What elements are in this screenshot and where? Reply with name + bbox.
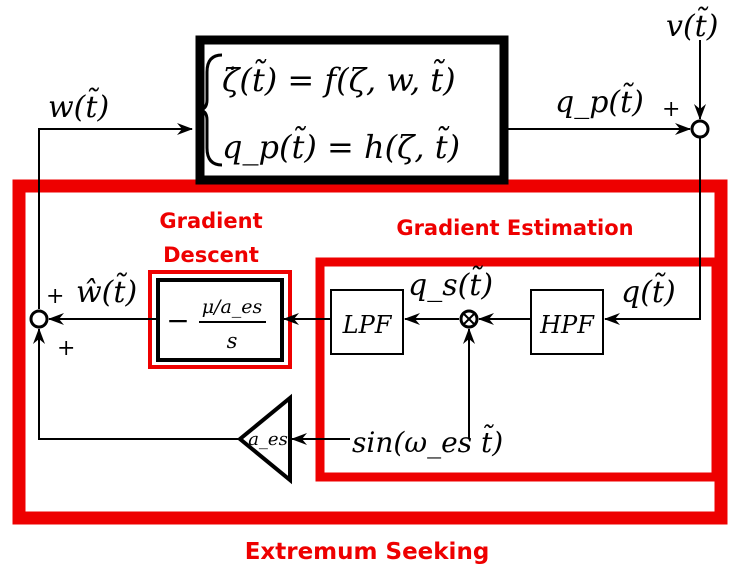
integrator-denominator: s [227, 329, 238, 353]
gradient-descent-title-2: Descent [163, 243, 259, 267]
input-sum-plus-bottom: + [57, 336, 75, 361]
demodulated-signal-label: q_s(t̃) [408, 265, 493, 303]
dither-signal-label: sin(ω_es t̃) [352, 424, 503, 459]
gradient-estimation-frame [315, 257, 721, 482]
demodulator-multiplier [459, 309, 479, 329]
plant-brace [197, 53, 223, 167]
plant-equation-2: q_p(t̃) = h(ζ, t̃) [222, 127, 460, 166]
output-sum-junction [690, 119, 710, 139]
dither-gain-block [236, 393, 292, 485]
lpf-block [330, 289, 404, 355]
plant-output-label: q_p(t̃) [555, 82, 644, 120]
plant-equation-1: ζ̇(t̃) = f(ζ, w, t̃) [222, 60, 456, 99]
input-sum-plus-top: + [46, 284, 64, 309]
gradient-descent-title-1: Gradient [159, 209, 262, 233]
dither-gain-label: a_es [248, 429, 288, 450]
integrator-numerator: μ/a_es [202, 296, 263, 318]
plant-input-label: w(t̃) [48, 87, 109, 125]
hpf-label: HPF [539, 311, 595, 339]
extremum-seeking-title: Extremum Seeking [245, 539, 490, 565]
disturbance-label: v(t̃) [666, 6, 718, 44]
plant-block [195, 35, 509, 185]
parameter-estimate-label: ŵ(t̃) [76, 272, 137, 310]
measured-output-label: q(t̃) [621, 272, 676, 310]
signal-wires [33, 40, 706, 445]
output-sum-plus-sign: + [662, 97, 680, 122]
extremum-seeking-frame [12, 179, 728, 525]
integrator-sign: − [166, 304, 189, 337]
gradient-estimation-title: Gradient Estimation [396, 216, 633, 240]
input-sum-junction [29, 309, 49, 329]
hpf-block [530, 289, 604, 355]
lpf-label: LPF [342, 311, 393, 339]
